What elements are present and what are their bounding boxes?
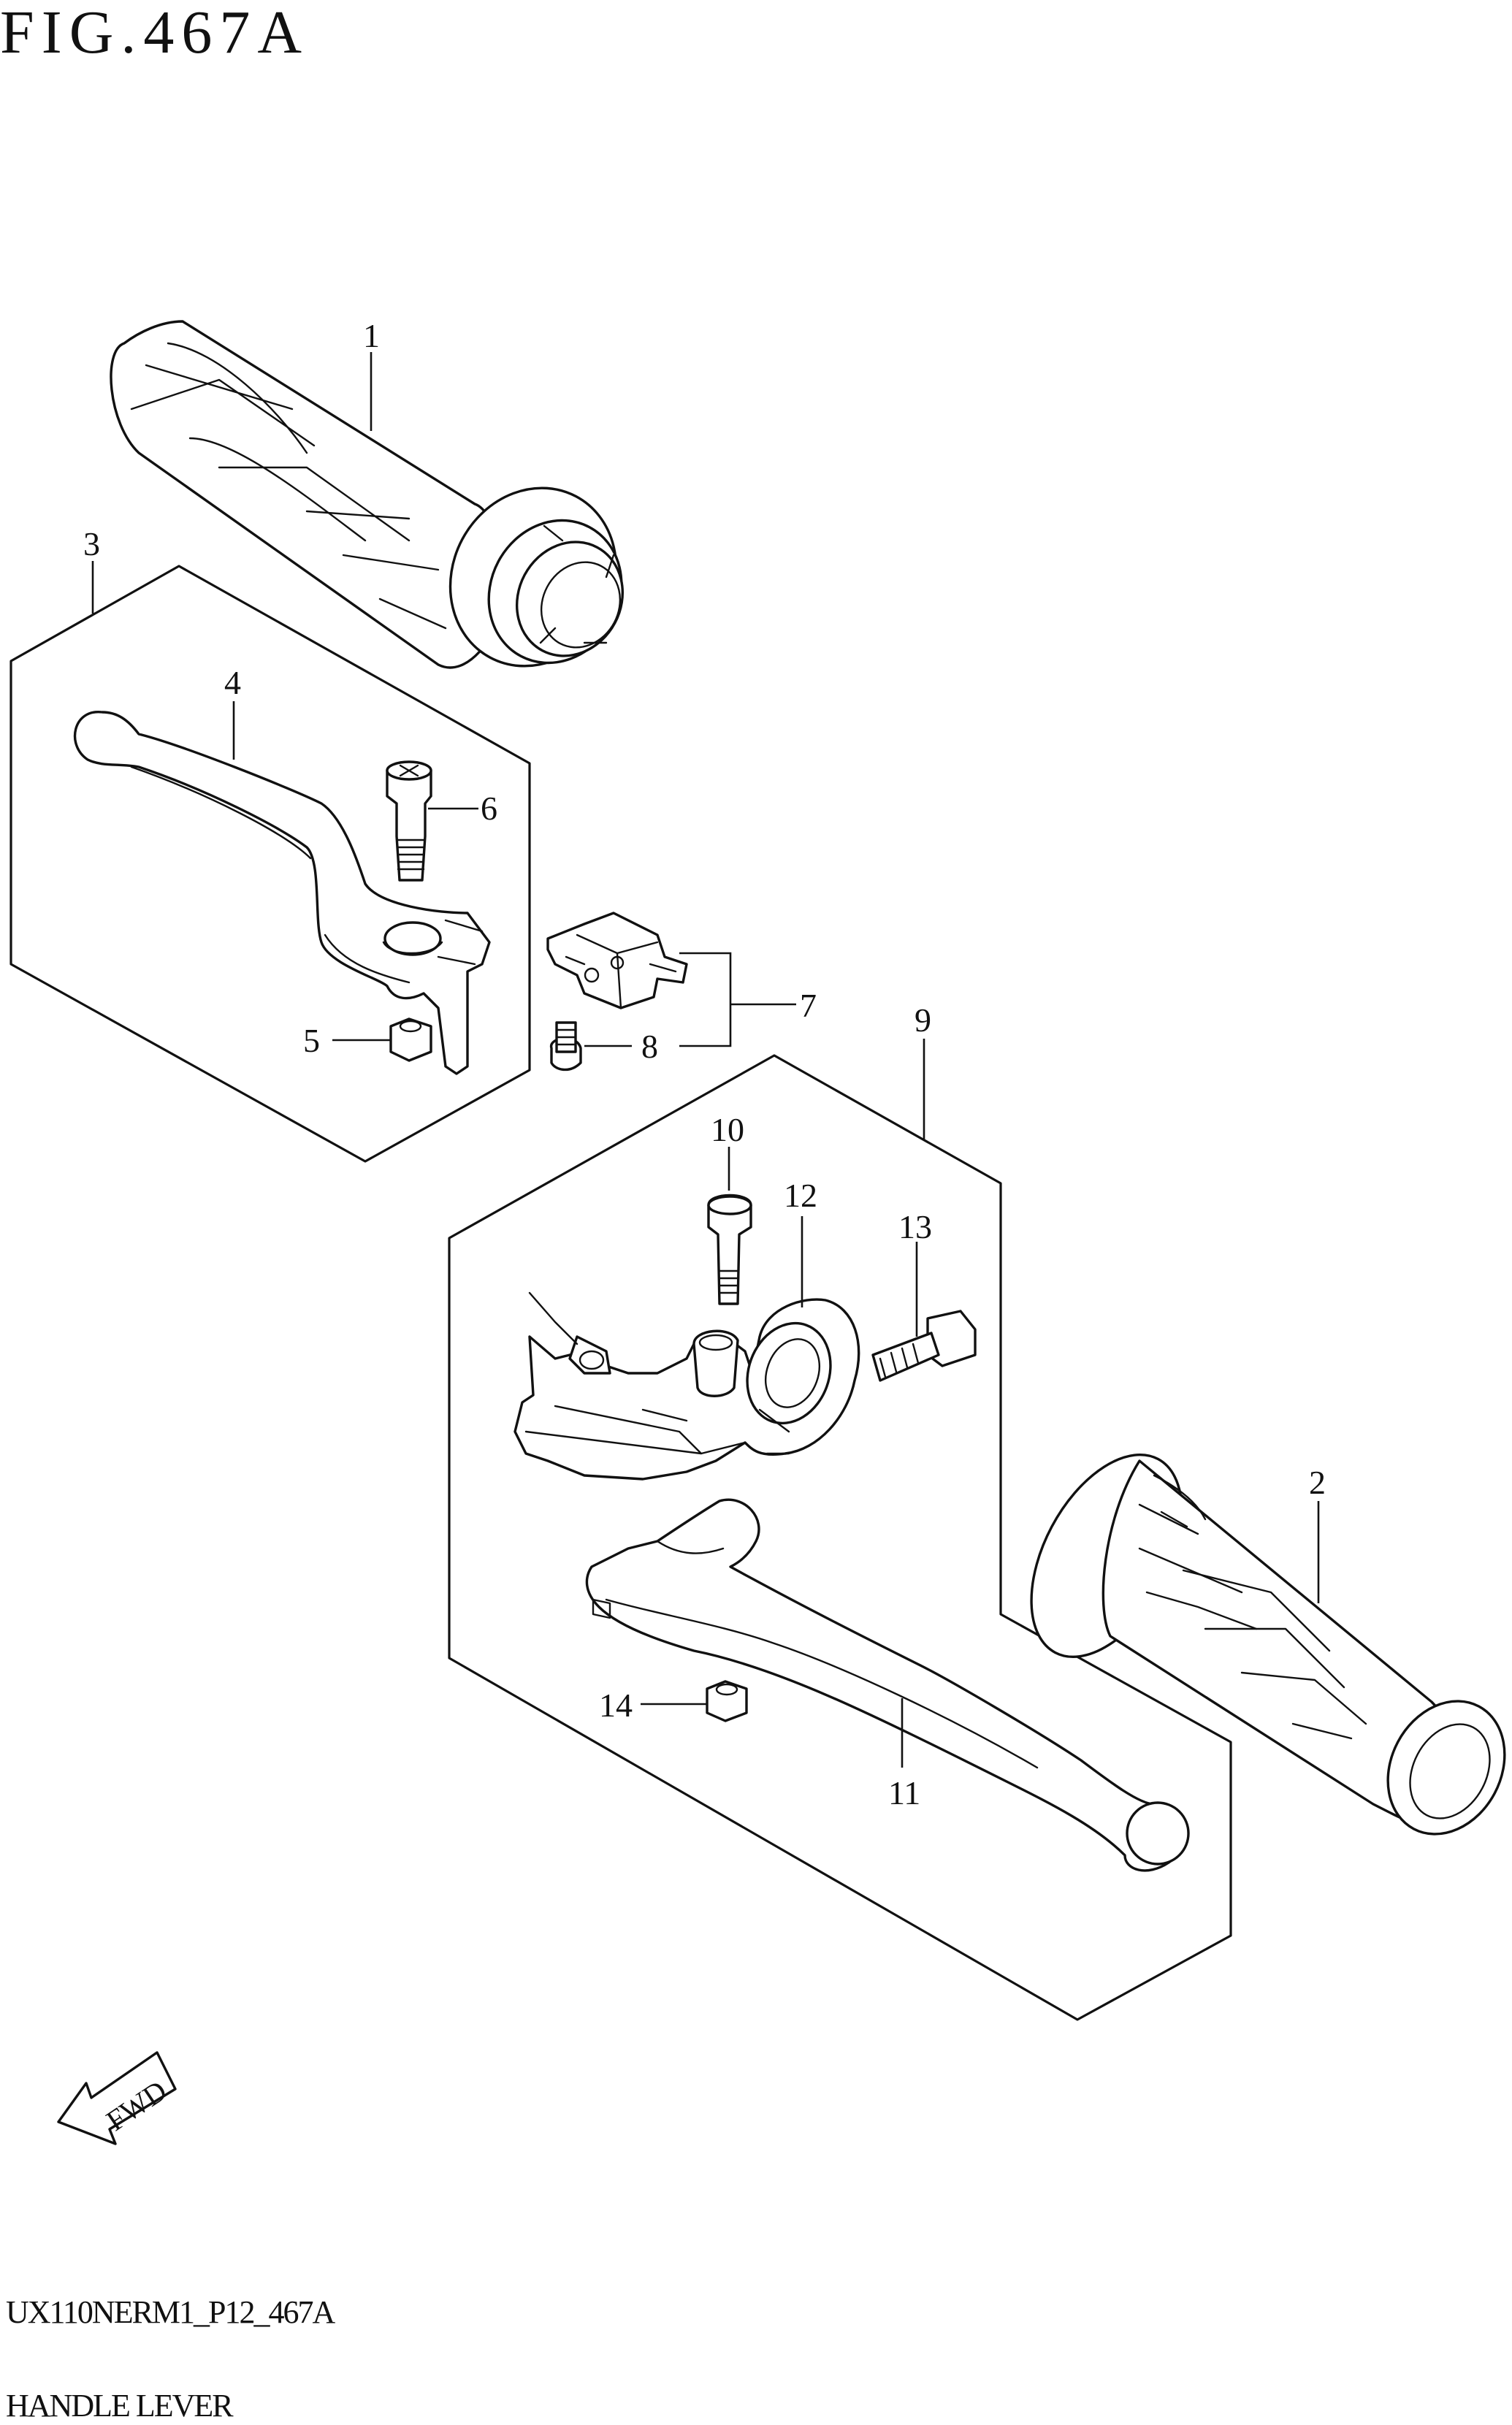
part-14-nut [706,1680,748,1722]
callout-6: 6 [481,790,497,827]
callout-8: 8 [641,1028,658,1065]
group-3-outline [9,565,531,1163]
callout-1: 1 [363,317,380,354]
callout-12: 12 [784,1177,817,1214]
callout-14: 14 [599,1687,633,1724]
callout-10: 10 [711,1111,744,1148]
part-1-left-grip [110,320,625,669]
fwd-arrow: FWD [57,2051,177,2145]
figure-caption: HANDLE LEVER [6,2388,234,2424]
callout-11: 11 [888,1774,920,1811]
part-2-right-grip [1030,1453,1506,1836]
part-12-lever-holder [513,1291,860,1481]
leader-lines [91,352,1320,1768]
callout-13: 13 [898,1208,932,1245]
part-7-switch [546,912,688,1009]
part-8-screw [550,1021,582,1072]
part-13-bolt [871,1310,977,1382]
part-4-clutch-lever [73,711,491,1075]
callout-2: 2 [1309,1464,1326,1501]
figure-title: FIG.467A [0,0,309,66]
part-10-pivot-bolt [707,1194,752,1305]
part-11-brake-lever [585,1498,1190,1872]
group-9-outline [448,1054,1232,2021]
part-5-nut [389,1017,432,1062]
drawing-code: UX110NERM1_P12_467A [6,2294,336,2330]
callout-3: 3 [83,525,100,562]
callout-9: 9 [915,1001,931,1039]
callout-7: 7 [800,987,817,1024]
part-6-pivot-bolt [386,760,432,882]
callout-5: 5 [303,1022,320,1059]
callout-4: 4 [224,664,241,701]
